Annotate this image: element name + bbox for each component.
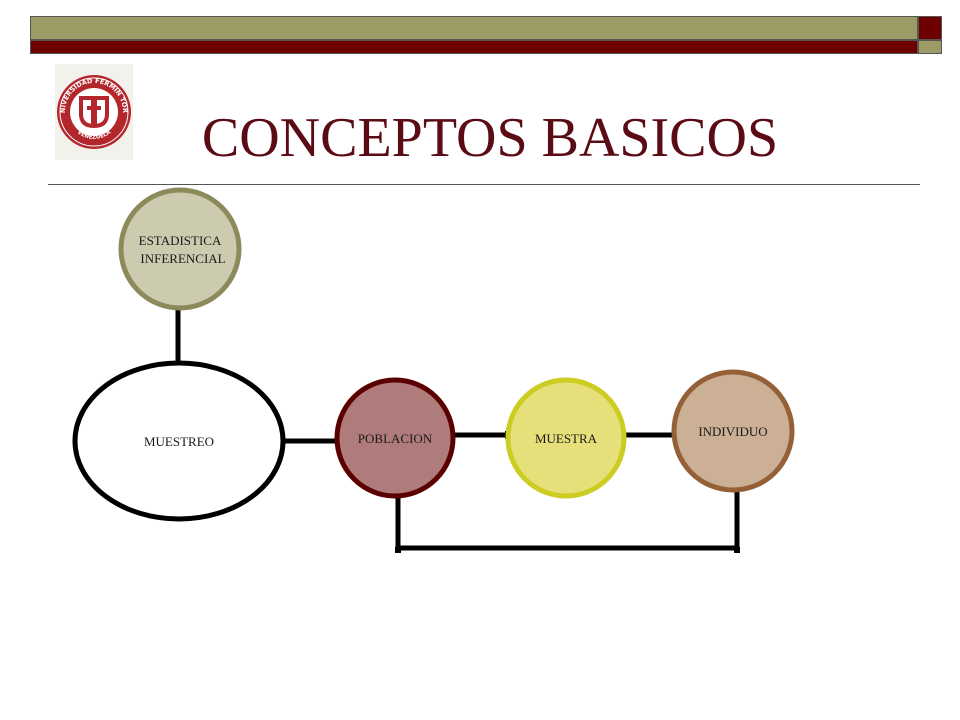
slide-title: CONCEPTOS BASICOS	[201, 107, 779, 169]
header-corner-olive	[918, 40, 942, 54]
node-muestra-label: MUESTRA	[535, 431, 598, 446]
header-bar-olive	[30, 16, 918, 40]
node-muestreo-label: MUESTREO	[144, 434, 214, 449]
node-poblacion-label: POBLACION	[358, 431, 433, 446]
node-estadistica-label-line2: INFERENCIAL	[140, 251, 225, 266]
title-divider	[48, 184, 920, 185]
node-estadistica-label-line1: ESTADISTICA	[139, 233, 222, 248]
logo-monogram	[79, 96, 109, 128]
header-corner-red	[918, 16, 942, 40]
node-muestreo: MUESTREO	[72, 360, 286, 522]
node-poblacion: POBLACION	[334, 377, 456, 499]
node-individuo: INDIVIDUO	[671, 369, 795, 493]
node-individuo-label: INDIVIDUO	[698, 424, 767, 439]
university-logo: UNIVERSIDAD FERMIN TORO VENEZUELA	[55, 64, 133, 160]
logo-bottom-text: VENEZUELA	[76, 129, 113, 141]
node-muestra: MUESTRA	[505, 377, 627, 499]
node-estadistica-inferencial: ESTADISTICA INFERENCIAL	[118, 187, 242, 311]
header-bar-red	[30, 40, 918, 54]
connector-poblacion-individuo	[395, 485, 740, 551]
